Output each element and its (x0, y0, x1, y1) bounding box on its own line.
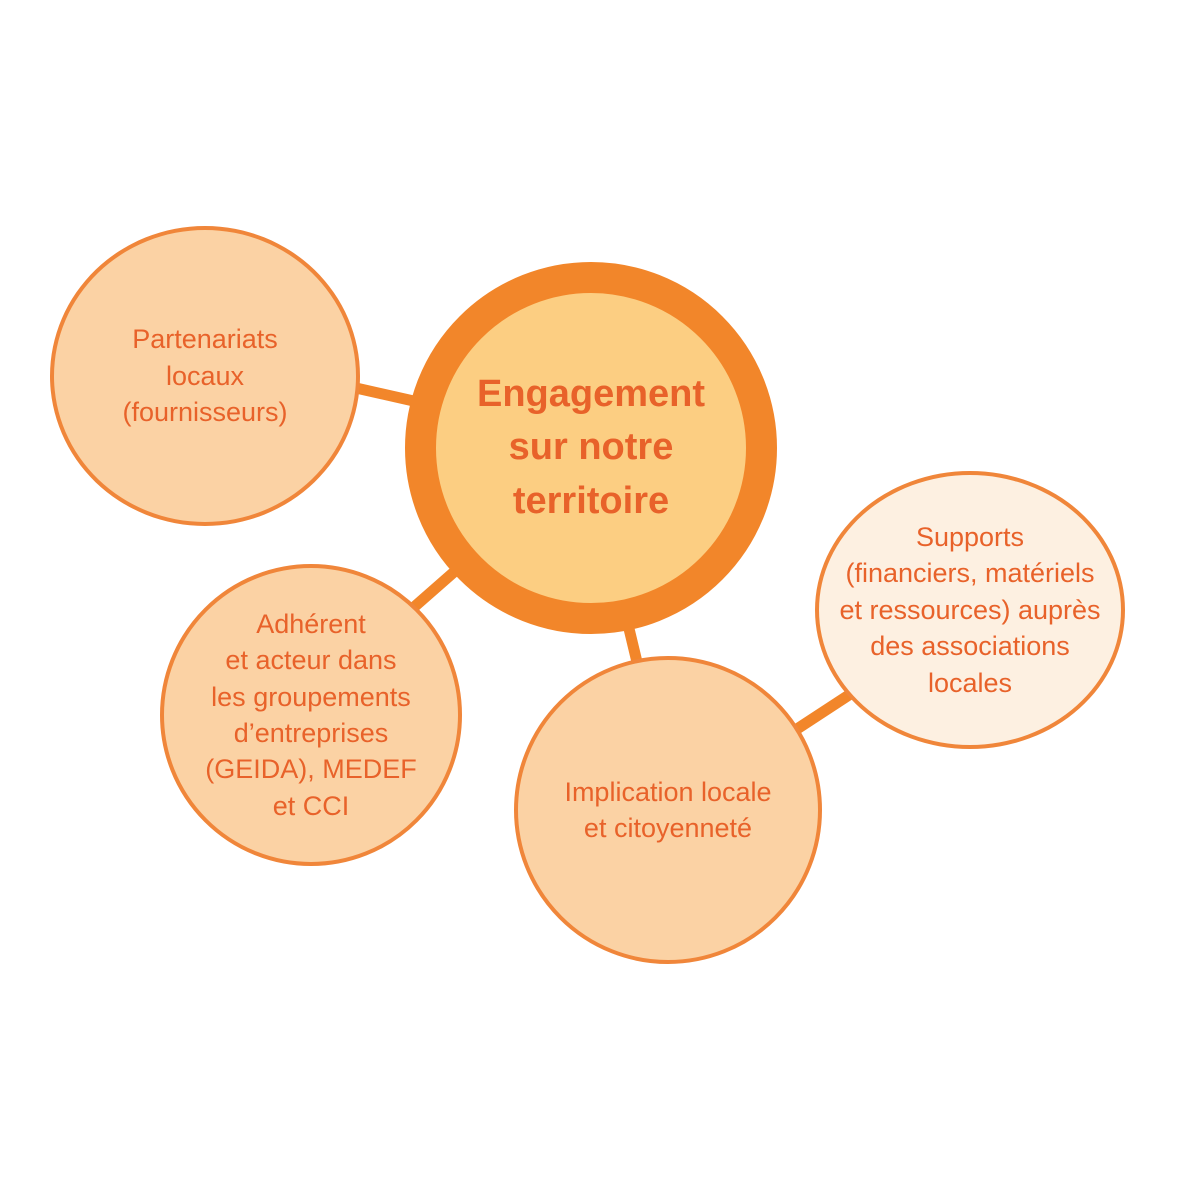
node-supports: Supports (financiers, matériels et resso… (815, 471, 1125, 749)
node-center: Engagement sur notre territoire (405, 262, 777, 634)
node-partenariats: Partenariats locaux (fournisseurs) (50, 226, 360, 526)
node-supports-label: Supports (financiers, matériels et resso… (839, 521, 1101, 698)
connector-implication-supports (793, 688, 856, 734)
node-partenariats-label: Partenariats locaux (fournisseurs) (122, 324, 288, 428)
node-adherent: Adhérent et acteur dans les groupements … (160, 564, 462, 866)
node-adherent-label: Adhérent et acteur dans les groupements … (205, 608, 417, 821)
connector-center-partenariats (354, 382, 420, 408)
node-implication-label: Implication locale et citoyenneté (564, 776, 772, 843)
node-implication: Implication locale et citoyenneté (514, 656, 822, 964)
node-center-label: Engagement sur notre territoire (476, 373, 706, 522)
